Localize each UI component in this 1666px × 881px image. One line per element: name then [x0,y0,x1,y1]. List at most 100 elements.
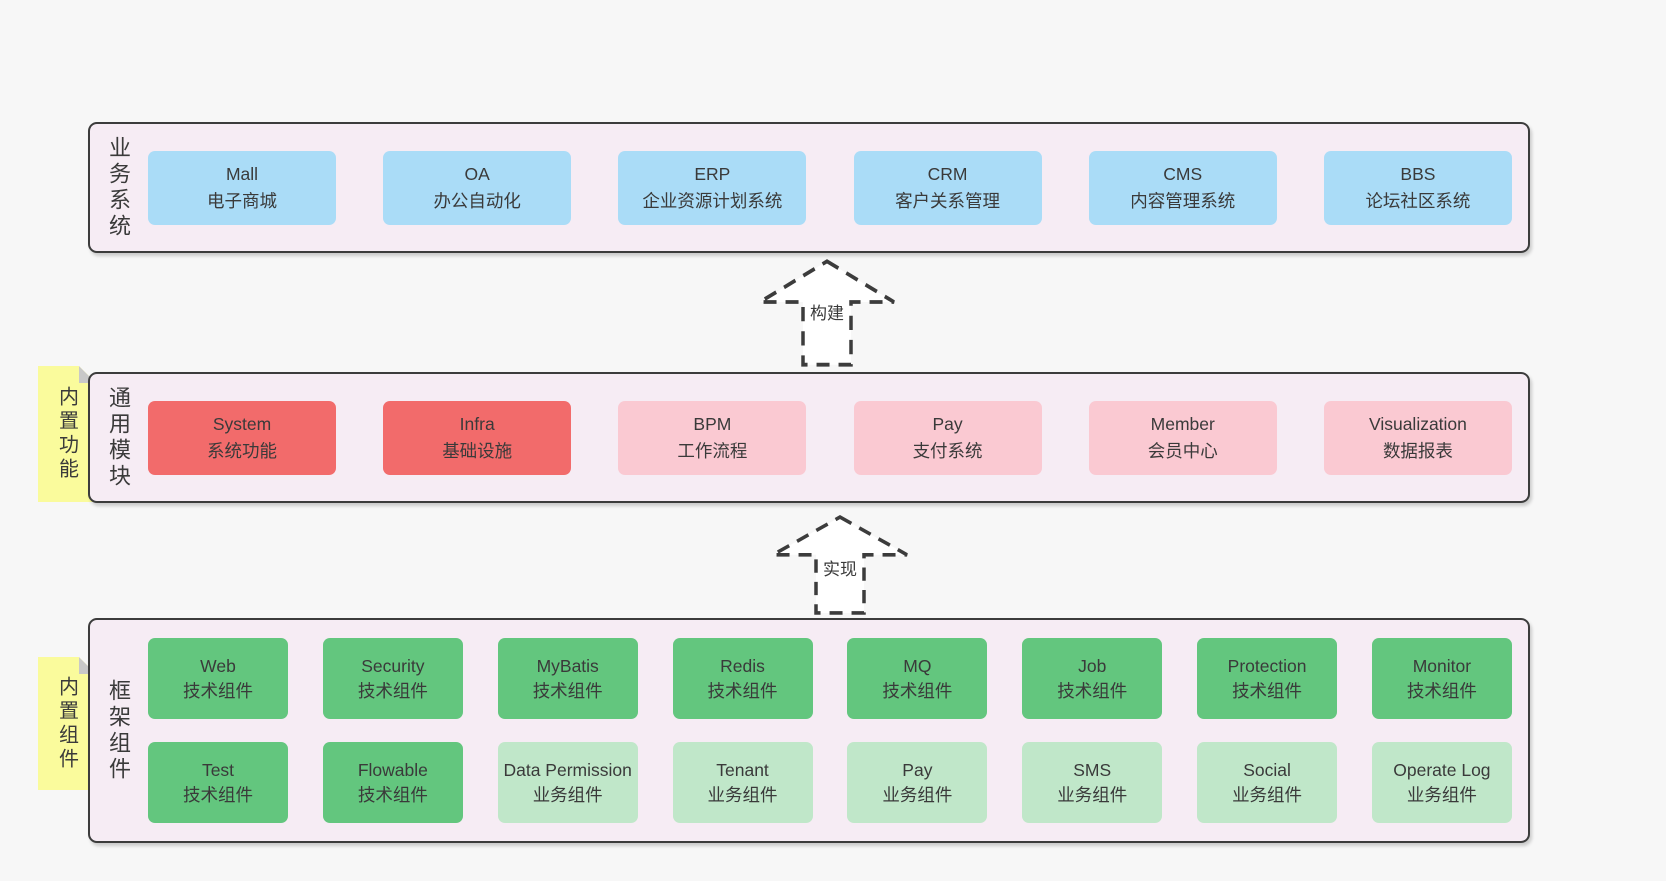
box-title: Job [1078,656,1107,677]
box-protection: Protection 技术组件 [1197,638,1338,719]
box-visualization: Visualization 数据报表 [1323,400,1512,475]
box-title: Mall [225,164,259,185]
box-member: Member 会员中心 [1088,400,1277,475]
box-title: System [212,414,272,435]
band-label-modules: 通用模块 [106,385,131,490]
implement-arrow-label: 实现 [819,554,861,581]
box-monitor: Monitor 技术组件 [1371,638,1512,719]
box-subtitle: 办公自动化 [433,190,521,211]
component-row-2: Test 技术组件 Flowable 技术组件 Data Permission … [148,742,1512,823]
box-social: Social 业务组件 [1197,742,1338,823]
box-erp: ERP 企业资源计划系统 [618,150,807,225]
box-subtitle: 论坛社区系统 [1365,190,1471,211]
box-title: Redis [720,656,765,677]
box-test: Test 技术组件 [148,742,288,823]
box-title: Pay [932,414,963,435]
box-subtitle: 技术组件 [1406,680,1477,701]
box-bbs: BBS 论坛社区系统 [1323,150,1512,225]
box-mybatis: MyBatis 技术组件 [497,638,638,719]
box-title: Data Permission [503,760,632,781]
box-title: MQ [903,656,932,677]
box-subtitle: 业务组件 [882,784,953,805]
box-subtitle: 技术组件 [183,680,253,701]
box-tenant: Tenant 业务组件 [672,742,813,823]
box-subtitle: 企业资源计划系统 [642,190,783,211]
box-title: Protection [1227,656,1307,677]
box-title: SMS [1073,760,1112,781]
box-title: Web [200,656,236,677]
box-title: Tenant [716,760,769,781]
box-title: BBS [1400,164,1436,185]
box-bpm: BPM 工作流程 [618,400,807,475]
box-title: Operate Log [1393,760,1491,781]
box-mq: MQ 技术组件 [847,638,988,719]
box-flowable: Flowable 技术组件 [322,742,463,823]
box-oa: OA 办公自动化 [383,150,572,225]
box-mall: Mall 电子商城 [148,150,336,225]
box-subtitle: 内容管理系统 [1130,190,1236,211]
business-boxes: Mall 电子商城 OA 办公自动化 ERP 企业资源计划系统 CRM 客户关系… [146,124,1528,251]
box-pay: Pay 支付系统 [853,400,1042,475]
build-arrow: 构建 [757,258,897,368]
component-boxes: Web 技术组件 Security 技术组件 MyBatis 技术组件 Redi… [146,620,1528,841]
box-title: Security [361,656,425,677]
box-cms: CMS 内容管理系统 [1088,150,1277,225]
box-job: Job 技术组件 [1022,638,1163,719]
box-subtitle: 技术组件 [183,784,253,805]
build-arrow-label: 构建 [806,298,848,325]
box-subtitle: 技术组件 [357,784,428,805]
box-title: CRM [927,164,968,185]
box-subtitle: 业务组件 [1232,784,1303,805]
box-security: Security 技术组件 [322,638,463,719]
sticky-note-text: 内置功能 [55,386,78,482]
box-subtitle: 会员中心 [1147,440,1218,461]
box-title: ERP [694,164,731,185]
box-title: BPM [693,414,732,435]
box-data-permission: Data Permission 业务组件 [497,742,638,823]
box-title: Social [1243,760,1291,781]
box-title: Flowable [357,760,428,781]
box-title: Infra [459,414,495,435]
box-subtitle: 支付系统 [912,440,983,461]
box-subtitle: 数据报表 [1382,440,1453,461]
box-subtitle: 业务组件 [532,784,603,805]
band-label-components: 框架组件 [106,678,131,783]
module-boxes: System 系统功能 Infra 基础设施 BPM 工作流程 Pay 支付系统… [146,374,1528,501]
box-title: Monitor [1412,656,1472,677]
box-infra: Infra 基础设施 [383,400,572,475]
box-subtitle: 电子商城 [207,190,277,211]
box-subtitle: 业务组件 [1406,784,1477,805]
box-web: Web 技术组件 [148,638,288,719]
box-subtitle: 技术组件 [707,680,778,701]
box-subtitle: 技术组件 [1232,680,1303,701]
box-subtitle: 业务组件 [1057,784,1128,805]
box-title: Pay [902,760,933,781]
band-framework-components: 框架组件 Web 技术组件 Security 技术组件 MyBatis 技术组件… [88,618,1530,843]
box-subtitle: 技术组件 [1057,680,1128,701]
box-subtitle: 业务组件 [707,784,778,805]
box-pay-business: Pay 业务组件 [847,742,988,823]
box-system: System 系统功能 [148,400,336,475]
band-common-modules: 通用模块 System 系统功能 Infra 基础设施 BPM 工作流程 Pay… [88,372,1530,503]
box-title: Member [1150,414,1215,435]
box-subtitle: 客户关系管理 [895,190,1001,211]
box-title: OA [464,164,490,185]
band-label-business: 业务系统 [106,135,131,240]
box-crm: CRM 客户关系管理 [853,150,1042,225]
band-business-systems: 业务系统 Mall 电子商城 OA 办公自动化 ERP 企业资源计划系统 CRM… [88,122,1530,253]
box-title: Test [201,760,235,781]
component-row-1: Web 技术组件 Security 技术组件 MyBatis 技术组件 Redi… [148,638,1512,719]
box-sms: SMS 业务组件 [1022,742,1163,823]
box-title: Visualization [1368,414,1467,435]
box-operate-log: Operate Log 业务组件 [1371,742,1512,823]
box-subtitle: 基础设施 [442,440,513,461]
implement-arrow: 实现 [770,514,910,616]
sticky-note-built-in-features: 内置功能 [38,366,96,502]
box-title: CMS [1163,164,1203,185]
box-subtitle: 系统功能 [207,440,277,461]
box-subtitle: 技术组件 [882,680,953,701]
box-subtitle: 技术组件 [532,680,603,701]
box-subtitle: 工作流程 [677,440,748,461]
sticky-note-text: 内置组件 [55,675,78,772]
box-title: MyBatis [536,656,599,677]
